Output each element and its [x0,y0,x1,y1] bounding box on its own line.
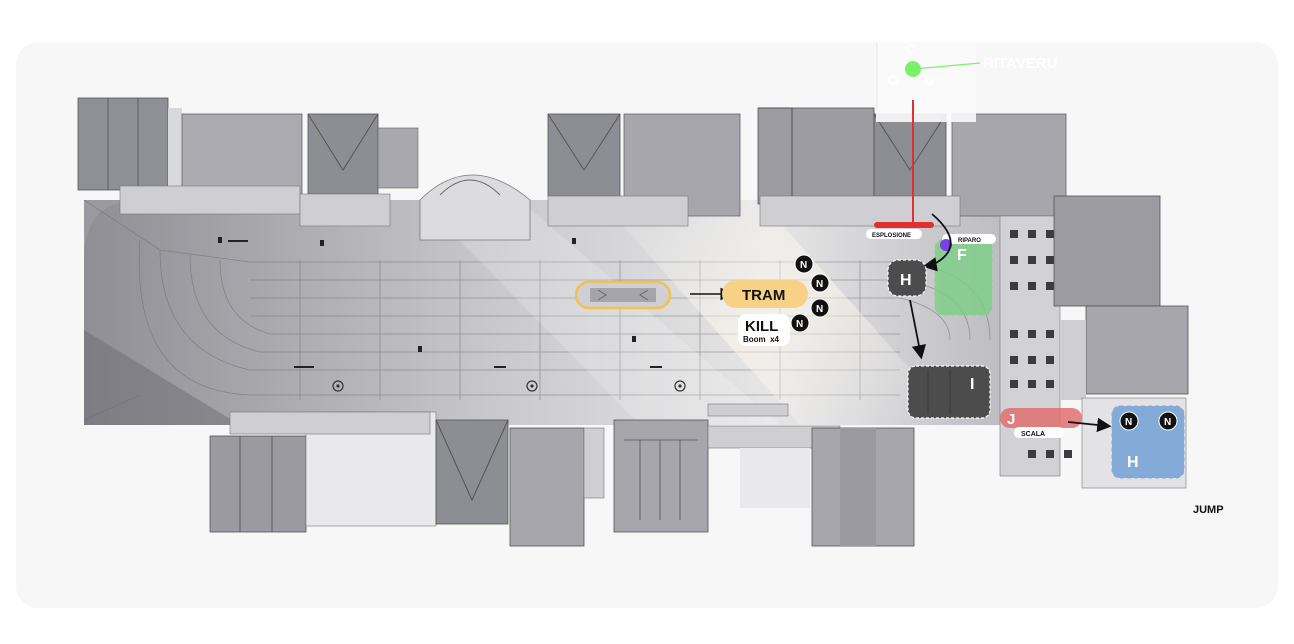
top-label: RITAVERU [983,55,1057,72]
jump-label: JUMP [1193,504,1224,516]
buildings-top [77,97,1067,241]
esplosione-tag [866,229,922,239]
zone-h-top[interactable] [887,259,927,297]
svg-text:N: N [816,304,823,315]
explosion-bar [874,222,934,228]
riparo-tag [942,234,996,244]
svg-text:N: N [796,319,803,330]
svg-text:N: N [800,260,807,271]
kill-tag[interactable] [738,314,790,346]
n-marker[interactable]: N [810,298,830,318]
top-label-leader [913,62,981,70]
arrow-to-h [922,213,952,272]
zone-f-label: F [957,247,967,264]
n-marker[interactable]: N [794,254,814,274]
riparo-label: RIPARO [958,238,981,244]
kill-sub-label: Boom x4 [743,335,780,344]
zone-h-blue-label: H [1127,454,1139,471]
zone-i[interactable] [907,365,991,419]
scala-label: SCALA [1021,431,1045,438]
zone-h-top-label: H [900,272,912,289]
buildings-bottom [209,403,915,547]
top-decoration [876,42,976,122]
svg-text:N: N [816,279,823,290]
scala-tag [1014,427,1064,438]
arrow-j-to-h [1067,417,1112,433]
tram-object[interactable] [574,280,672,310]
n-marker[interactable]: N [810,273,830,293]
arrow-h-to-i [909,299,926,360]
zone-f[interactable] [934,239,993,316]
n-marker[interactable]: N [1158,411,1178,431]
tram-label: TRAM [742,287,785,304]
svg-text:N: N [1125,417,1132,428]
zone-j[interactable] [1000,408,1082,428]
n-marker[interactable]: N [790,313,810,333]
n-marker[interactable]: N [1119,411,1139,431]
zone-i-label: I [970,376,974,393]
kill-label: KILL [745,318,778,335]
esplosione-label: ESPLOSIONE [872,233,911,239]
street-ground [83,199,1000,425]
tram-tag[interactable] [722,280,808,308]
green-dot-marker[interactable] [905,61,921,77]
zone-j-label: J [1007,411,1015,428]
svg-text:N: N [1164,417,1171,428]
